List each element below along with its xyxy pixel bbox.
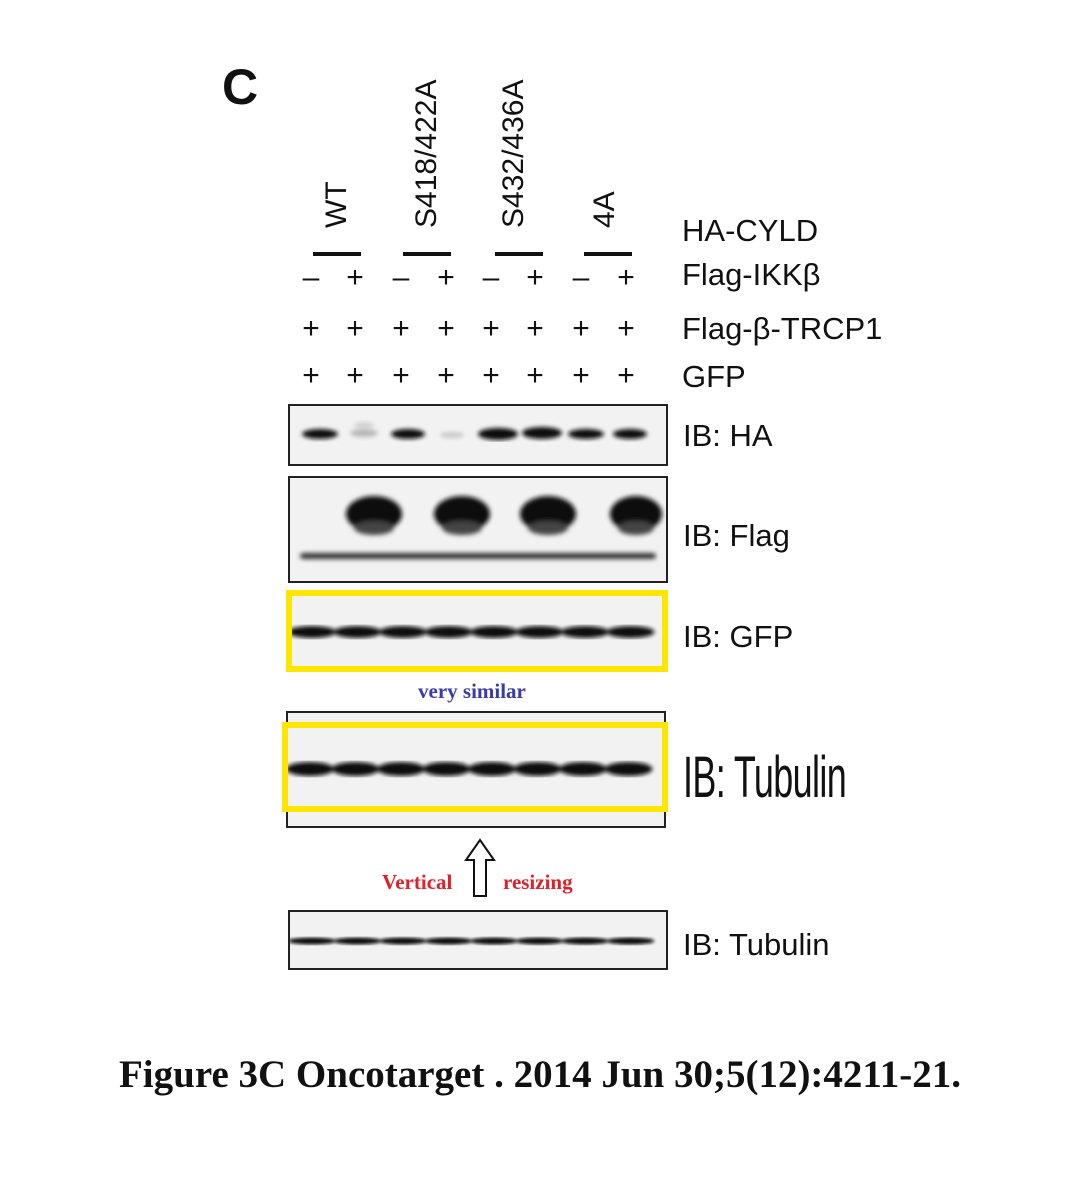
gfp-condition-label: GFP xyxy=(682,359,746,394)
resizing-note: resizing xyxy=(503,870,573,894)
blot-band xyxy=(288,937,336,945)
treatment-sign: + xyxy=(526,359,544,392)
treatment-sign: + xyxy=(617,312,635,345)
lane-group-bar xyxy=(313,252,361,256)
flag-btrcp1-label: Flag-β-TRCP1 xyxy=(682,311,883,346)
blot-band xyxy=(468,762,516,776)
flag-ikkb-label: Flag-IKKβ xyxy=(682,257,821,292)
lane-group-bar xyxy=(584,252,632,256)
blot-ha xyxy=(288,404,668,466)
vertical-note: Vertical xyxy=(382,870,453,894)
blot-band xyxy=(379,626,427,638)
treatment-sign: – xyxy=(392,261,410,294)
figure-caption: Figure 3C Oncotarget . 2014 Jun 30;5(12)… xyxy=(118,1053,962,1096)
blot-band xyxy=(604,762,653,776)
treatment-sign: + xyxy=(302,312,320,345)
blot-band xyxy=(513,762,562,776)
blot-band xyxy=(424,626,473,638)
blot-band xyxy=(288,626,336,638)
ib-tubulin-label: IB: Tubulin xyxy=(683,927,830,962)
blot-band xyxy=(559,762,607,776)
treatment-sign: – xyxy=(482,261,500,294)
treatment-sign: + xyxy=(617,261,635,294)
treatment-sign: + xyxy=(572,312,590,345)
up-arrow-icon xyxy=(464,838,496,897)
mutant-label-4a: 4A xyxy=(588,191,621,228)
blot-band xyxy=(606,937,655,945)
treatment-sign: + xyxy=(526,261,544,294)
ib-ha-label: IB: HA xyxy=(683,418,773,453)
blot-band xyxy=(561,937,609,945)
lane-group-bar xyxy=(495,252,543,256)
treatment-sign: + xyxy=(437,359,455,392)
ib-gfp-label: IB: GFP xyxy=(683,619,794,654)
blot-band xyxy=(424,937,473,945)
blot-band xyxy=(470,937,518,945)
blot-band xyxy=(606,626,655,638)
blot-band xyxy=(515,937,564,945)
blot-flag xyxy=(288,476,668,583)
blot-band xyxy=(379,937,427,945)
treatment-sign: – xyxy=(572,261,590,294)
mutant-label-s432-436a: S432/436A xyxy=(497,79,530,228)
mutant-label-s418-422a: S418/422A xyxy=(410,79,443,228)
treatment-sign: + xyxy=(572,359,590,392)
treatment-sign: + xyxy=(346,359,364,392)
treatment-sign: + xyxy=(392,312,410,345)
ib-flag-label: IB: Flag xyxy=(683,518,790,553)
ha-cyld-label: HA-CYLD xyxy=(682,213,819,248)
panel-letter: C xyxy=(222,59,259,115)
treatment-sign: + xyxy=(617,359,635,392)
treatment-sign: + xyxy=(392,359,410,392)
ib-tubulin-stretched-label: IB: Tubulin xyxy=(683,745,847,810)
treatment-sign: + xyxy=(437,312,455,345)
blot-band xyxy=(515,626,564,638)
treatment-sign: + xyxy=(482,359,500,392)
very-similar-note: very similar xyxy=(418,679,526,703)
blot-band xyxy=(333,937,382,945)
treatment-sign: – xyxy=(302,261,320,294)
blot-band xyxy=(561,626,609,638)
treatment-sign: + xyxy=(346,261,364,294)
blot-band xyxy=(286,762,334,776)
treatment-sign: + xyxy=(526,312,544,345)
treatment-sign: + xyxy=(346,312,364,345)
blot-band xyxy=(377,762,425,776)
treatment-sign: + xyxy=(437,261,455,294)
treatment-sign: + xyxy=(482,312,500,345)
blot-band xyxy=(333,626,382,638)
blot-band xyxy=(331,762,380,776)
highlight-box-tubulin xyxy=(282,722,668,812)
treatment-sign: + xyxy=(302,359,320,392)
highlight-box-gfp xyxy=(286,590,668,672)
blot-band xyxy=(470,626,518,638)
blot-tubulin xyxy=(288,910,668,970)
mutant-label-wt: WT xyxy=(320,181,353,228)
blot-band xyxy=(422,762,471,776)
lane-group-bar xyxy=(403,252,451,256)
